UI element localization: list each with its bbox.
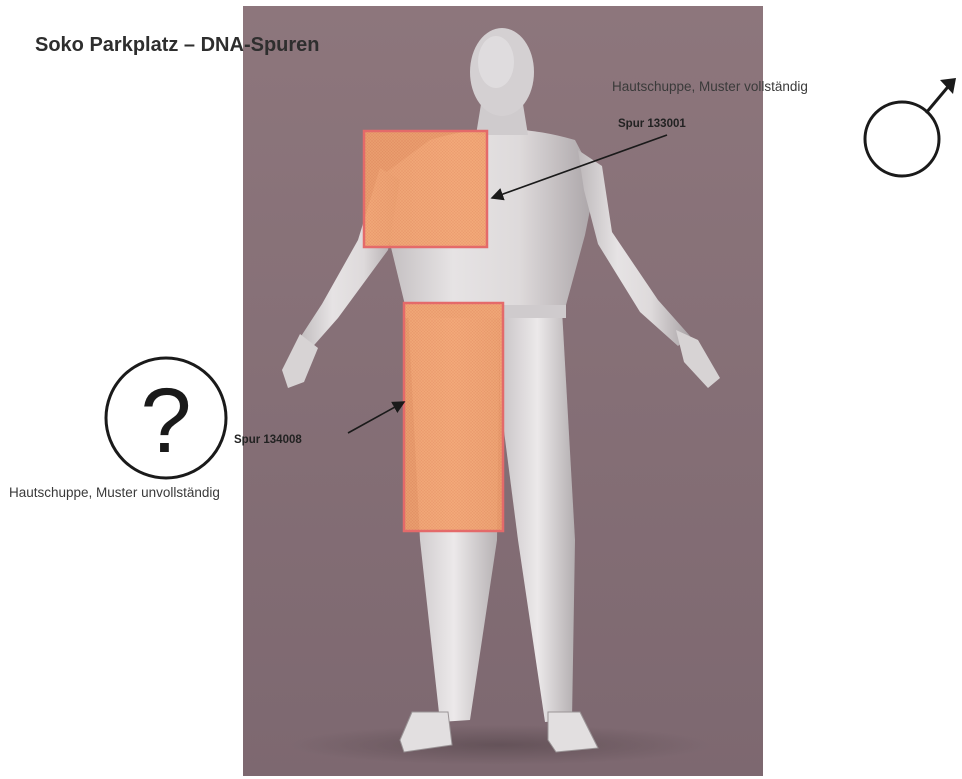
floor-shadow [290, 725, 710, 765]
trace-area-thigh [404, 303, 503, 531]
page-title: Soko Parkplatz – DNA-Spuren [35, 34, 320, 57]
trace-label-spur-134008: Spur 134008 [234, 434, 302, 446]
figure-head-highlight [478, 36, 514, 88]
trace-label-spur-133001: Spur 133001 [618, 118, 686, 130]
male-symbol-icon [865, 78, 956, 176]
svg-text:?: ? [140, 370, 191, 472]
trace-area-shoulder [364, 131, 487, 247]
finding-description-complete: Hautschuppe, Muster vollständig [612, 79, 808, 94]
question-mark-symbol-icon: ? [106, 358, 226, 478]
finding-description-incomplete: Hautschuppe, Muster unvollständig [9, 485, 220, 500]
